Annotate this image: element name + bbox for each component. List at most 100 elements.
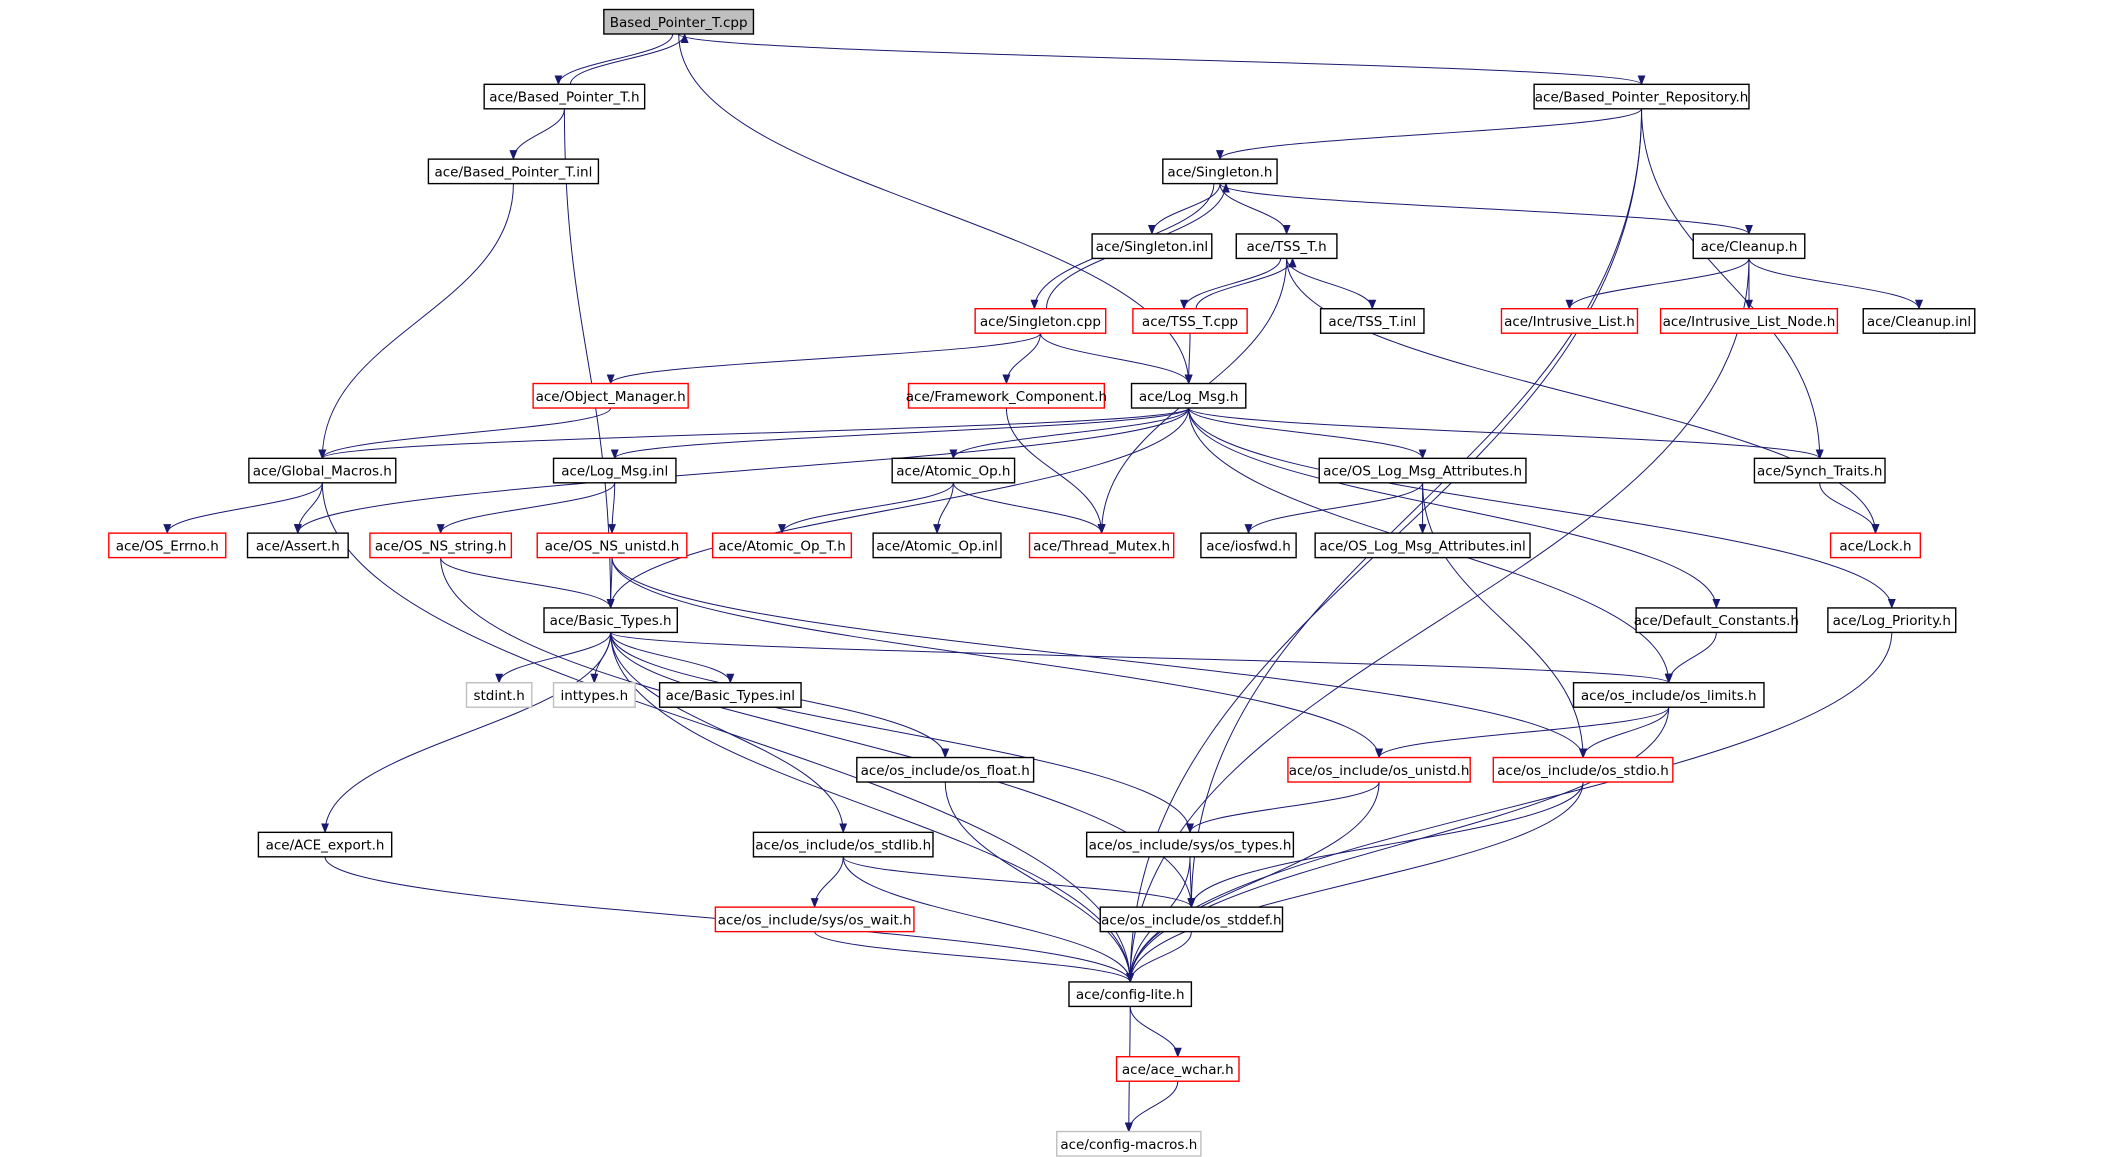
edge-oslma_h-to-osstdio_h (1422, 482, 1588, 759)
node-atomic-h[interactable]: ace/Atomic_Op.h (891, 457, 1016, 484)
node-defconst-h[interactable]: ace/Default_Constants.h (1634, 607, 1799, 634)
node-box (246, 532, 349, 559)
node-label: ace/Singleton.cpp (980, 314, 1101, 330)
node-box (483, 83, 646, 110)
node-box (1028, 532, 1175, 559)
node-box (1500, 308, 1639, 334)
node-btypes-h[interactable]: ace/Basic_Types.h (543, 607, 678, 634)
node-iosfwd-h[interactable]: ace/iosfwd.h (1200, 532, 1297, 559)
edge-objmgr_h-to-gmacros_h (318, 407, 612, 460)
node-fwcomp-h[interactable]: ace/Framework_Component.h (906, 382, 1107, 409)
edge-bpt_inl-to-gmacros_h (318, 183, 514, 460)
node-oswait-h[interactable]: ace/os_include/sys/os_wait.h (714, 906, 915, 933)
node-oslma-inl[interactable]: ace/OS_Log_Msg_Attributes.inl (1314, 532, 1531, 559)
node-box (543, 607, 678, 634)
node-acewchar-h[interactable]: ace/ace_wchar.h (1115, 1056, 1240, 1082)
node-label: ace/Cleanup.inl (1867, 314, 1971, 330)
edge-osunistd_h-to-ostypes_h (1186, 781, 1380, 834)
edge-bpr_h-to-singleton_h (1216, 108, 1643, 161)
edge-logmsg_h-to-defconst_h (1188, 408, 1721, 609)
node-synch-h[interactable]: ace/Synch_Traits.h (1753, 457, 1886, 484)
node-box (369, 532, 513, 559)
edge-osstdio_h-to-config_lite_h (1126, 782, 1584, 983)
node-singleton-inl[interactable]: ace/Singleton.inl (1091, 233, 1213, 260)
edge-bpr_h-to-synch_h (1641, 108, 1824, 460)
node-box (257, 831, 393, 858)
node-oslma-h[interactable]: ace/OS_Log_Msg_Attributes.h (1318, 457, 1527, 484)
node-box (1132, 308, 1248, 334)
node-inttypes-h[interactable]: inttypes.h (552, 682, 636, 708)
edge-logmsg_h-to-oslma_h (1188, 407, 1427, 460)
node-root[interactable]: Based_Pointer_T.cpp (603, 8, 755, 35)
node-ilnode-h[interactable]: ace/Intrusive_List_Node.h (1659, 308, 1839, 334)
node-bpt-h[interactable]: ace/Based_Pointer_T.h (483, 83, 646, 110)
node-logmsg-h[interactable]: ace/Log_Msg.h (1130, 382, 1247, 409)
node-label: ace/Intrusive_List.h (1504, 314, 1635, 330)
node-label: ace/Basic_Types.inl (666, 688, 795, 704)
node-osnsuni-h[interactable]: ace/OS_NS_unistd.h (536, 532, 688, 559)
node-aceexport-h[interactable]: ace/ACE_export.h (257, 831, 393, 858)
node-box (1692, 233, 1806, 260)
node-tss-inl[interactable]: ace/TSS_T.inl (1319, 308, 1425, 334)
node-objmgr-h[interactable]: ace/Object_Manager.h (532, 382, 689, 409)
node-box (1200, 532, 1297, 559)
node-label: ace/Basic_Types.h (550, 613, 672, 629)
node-logmsg-inl[interactable]: ace/Log_Msg.inl (552, 457, 677, 484)
node-atomic-inl[interactable]: ace/Atomic_Op.inl (872, 532, 1002, 559)
edge-logmsg_h-to-logmsg_inl (610, 407, 1190, 460)
node-oserrno-h[interactable]: ace/OS_Errno.h (108, 532, 227, 559)
node-label: ace/os_include/os_limits.h (1581, 688, 1757, 704)
node-tss-cpp[interactable]: ace/TSS_T.cpp (1132, 308, 1248, 334)
node-config-macros-h[interactable]: ace/config-macros.h (1056, 1130, 1202, 1157)
edge-atomic_h-to-atomic_inl (933, 482, 954, 535)
edge-logmsg_h-to-assert_h (293, 407, 1190, 535)
node-lock-h[interactable]: ace/Lock.h (1829, 532, 1922, 559)
node-stdint-h[interactable]: stdint.h (465, 682, 533, 708)
node-osstdio-h[interactable]: ace/os_include/os_stdio.h (1492, 756, 1674, 783)
node-bpt-inl[interactable]: ace/Based_Pointer_T.inl (427, 158, 600, 185)
node-box (1235, 233, 1338, 260)
node-box (465, 682, 533, 708)
node-bpr-h[interactable]: ace/Based_Pointer_Repository.h (1533, 83, 1750, 110)
node-osnsstr-h[interactable]: ace/OS_NS_string.h (369, 532, 513, 559)
node-label: ace/Default_Constants.h (1634, 613, 1799, 629)
node-label: ace/OS_NS_unistd.h (545, 538, 680, 554)
node-ilist-h[interactable]: ace/Intrusive_List.h (1500, 308, 1639, 334)
node-label: ace/Framework_Component.h (906, 389, 1107, 405)
node-label: ace/ACE_export.h (266, 838, 385, 854)
node-label: ace/Synch_Traits.h (1757, 464, 1882, 480)
edge-config_lite_h-to-acewchar_h (1129, 1006, 1182, 1058)
node-label: ace/config-macros.h (1060, 1137, 1197, 1153)
node-osunistd-h[interactable]: ace/os_include/os_unistd.h (1287, 756, 1471, 783)
edge-osnsuni_h-to-btypes_h (606, 557, 615, 609)
node-tss-h[interactable]: ace/TSS_T.h (1235, 233, 1338, 260)
edge-defconst_h-to-oslimits_h (1664, 632, 1717, 684)
node-singleton-h[interactable]: ace/Singleton.h (1162, 158, 1278, 185)
node-osfloat-h[interactable]: ace/os_include/os_float.h (856, 756, 1035, 783)
node-gmacros-h[interactable]: ace/Global_Macros.h (248, 457, 397, 484)
node-box (856, 756, 1035, 783)
node-box (1115, 1056, 1240, 1082)
node-label: ace/Global_Macros.h (253, 464, 392, 480)
edge-oslimits_h-to-config_lite_h (1126, 707, 1670, 983)
node-oslimits-h[interactable]: ace/os_include/os_limits.h (1572, 682, 1765, 708)
node-config-lite-h[interactable]: ace/config-lite.h (1068, 981, 1193, 1008)
node-osstddef-h[interactable]: ace/os_include/os_stddef.h (1099, 906, 1284, 933)
node-thrmutex-h[interactable]: ace/Thread_Mutex.h (1028, 532, 1175, 559)
edge-oswait_h-to-config_lite_h (814, 931, 1135, 983)
edge-root-to-logmsg_h (678, 33, 1193, 385)
node-atomict-h[interactable]: ace/Atomic_Op_T.h (711, 532, 853, 559)
edge-tss_h-to-tss_cpp (1180, 258, 1282, 310)
node-cleanup-h[interactable]: ace/Cleanup.h (1692, 233, 1806, 260)
node-label: ace/Based_Pointer_T.h (489, 90, 639, 106)
node-label: ace/os_include/os_stddef.h (1101, 912, 1281, 928)
node-box (1162, 158, 1278, 185)
node-osstdlib-h[interactable]: ace/os_include/os_stdlib.h (752, 831, 934, 858)
node-ostypes-h[interactable]: ace/os_include/sys/os_types.h (1085, 831, 1295, 858)
node-btypes-inl[interactable]: ace/Basic_Types.inl (658, 682, 802, 708)
node-singleton-cpp[interactable]: ace/Singleton.cpp (974, 308, 1107, 334)
node-logprio-h[interactable]: ace/Log_Priority.h (1827, 607, 1957, 634)
node-assert-h[interactable]: ace/Assert.h (246, 532, 349, 559)
edge-btypes_h-to-osstdlib_h (610, 632, 848, 834)
node-cleanup-inl[interactable]: ace/Cleanup.inl (1862, 308, 1976, 334)
